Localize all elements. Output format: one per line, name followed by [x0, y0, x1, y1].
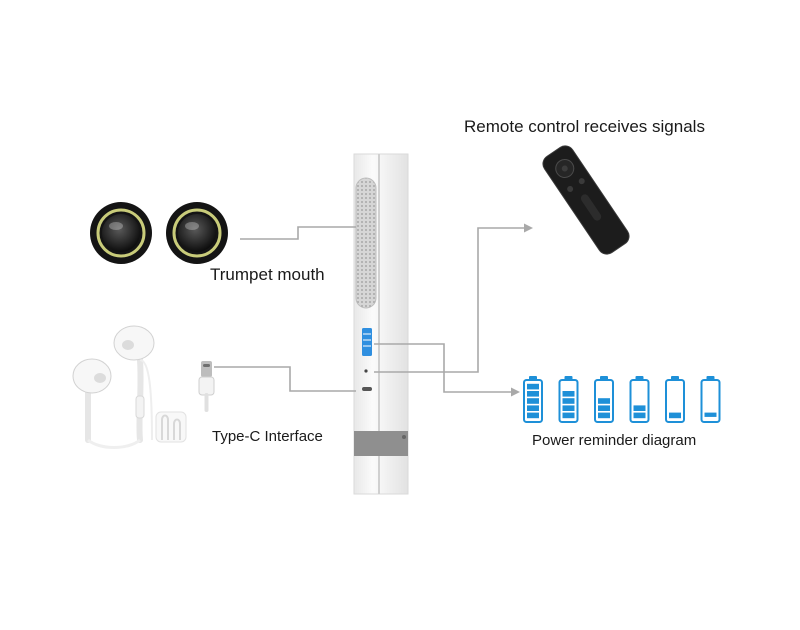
- battery-segment: [669, 412, 681, 419]
- battery-segment: [598, 398, 610, 404]
- battery-level-icon: [629, 376, 650, 423]
- speaker-icon: [166, 202, 228, 264]
- arrow-remote: [524, 223, 533, 233]
- battery-segment: [562, 412, 575, 419]
- battery-segment: [633, 412, 646, 419]
- device-band: [354, 431, 408, 456]
- remote-control-label: Remote control receives signals: [464, 117, 705, 136]
- battery-segment: [598, 405, 610, 411]
- usb-c-port[interactable]: [362, 387, 372, 391]
- ir-receiver-dot: [364, 369, 368, 373]
- battery-segment: [704, 412, 717, 417]
- earphones-icon: [72, 325, 187, 449]
- speaker-grille: [355, 177, 377, 309]
- battery-level-icon: [594, 376, 614, 423]
- remote-control-icon: [542, 145, 630, 255]
- device-stick: [353, 153, 409, 495]
- battery-segment: [562, 391, 575, 397]
- connector-lines: [214, 226, 526, 393]
- battery-segment: [527, 398, 539, 404]
- battery-level-icon: [558, 376, 579, 423]
- usb-c-plug-icon: [198, 361, 215, 412]
- speaker-icon: [90, 202, 152, 264]
- line-typec: [214, 366, 356, 392]
- arrow-power: [511, 387, 520, 397]
- battery-level-icon: [523, 376, 543, 423]
- type-c-interface-label: Type-C Interface: [212, 428, 323, 445]
- battery-row: [523, 376, 721, 423]
- power-reminder-label: Power reminder diagram: [532, 432, 697, 449]
- battery-segment: [527, 412, 539, 419]
- battery-level-icon: [700, 376, 721, 423]
- line-remote: [374, 227, 526, 373]
- battery-indicator-slot: [362, 328, 372, 356]
- battery-segment: [633, 405, 646, 411]
- battery-segment: [598, 412, 610, 419]
- battery-segment: [562, 405, 575, 411]
- battery-segment: [527, 383, 539, 390]
- line-speaker: [240, 226, 356, 240]
- trumpet-mouth-label: Trumpet mouth: [210, 265, 325, 284]
- battery-segment: [527, 405, 539, 411]
- battery-segment: [562, 398, 575, 404]
- battery-level-icon: [665, 376, 685, 423]
- line-power: [374, 343, 513, 393]
- battery-segment: [527, 391, 539, 397]
